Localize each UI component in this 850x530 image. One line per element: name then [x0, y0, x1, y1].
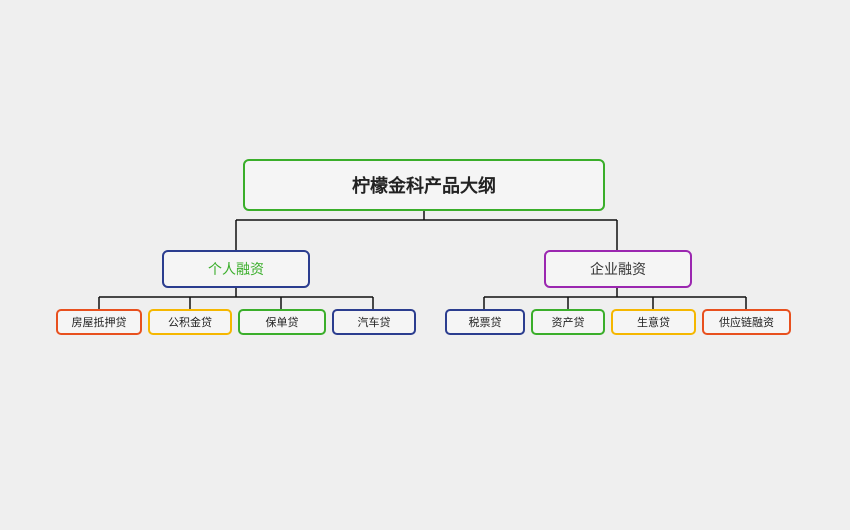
root-node[interactable]: 柠檬金科产品大纲: [243, 159, 605, 211]
branch-label: 企业融资: [590, 262, 646, 278]
leaf-label: 生意贷: [637, 316, 670, 329]
connector-right: [483, 288, 747, 309]
leaf-label: 供应链融资: [719, 316, 774, 329]
leaf-label: 资产贷: [551, 316, 585, 329]
leaf-label: 税票贷: [468, 316, 502, 329]
leaf-label: 房屋抵押贷: [71, 316, 127, 329]
branch-node-enterprise-financing[interactable]: 企业融资: [544, 250, 692, 288]
leaf-node-car-loan[interactable]: 汽车贷: [332, 309, 416, 335]
root-label: 柠檬金科产品大纲: [352, 176, 496, 197]
leaf-label: 汽车贷: [357, 316, 391, 329]
leaf-node-supply-chain-financing[interactable]: 供应链融资: [702, 309, 791, 335]
leaf-node-asset-loan[interactable]: 资产贷: [531, 309, 605, 335]
leaf-label: 公积金贷: [168, 316, 212, 329]
branch-node-personal-financing[interactable]: 个人融资: [162, 250, 310, 288]
leaf-node-tax-invoice-loan[interactable]: 税票贷: [445, 309, 525, 335]
leaf-node-policy-loan[interactable]: 保单贷: [238, 309, 326, 335]
branch-label: 个人融资: [208, 262, 264, 278]
leaf-label: 保单贷: [265, 316, 299, 329]
leaf-node-provident-fund-loan[interactable]: 公积金贷: [148, 309, 232, 335]
leaf-node-mortgage-loan[interactable]: 房屋抵押贷: [56, 309, 142, 335]
connector-root: [235, 211, 618, 250]
leaf-node-business-loan[interactable]: 生意贷: [611, 309, 696, 335]
connector-left: [98, 288, 374, 309]
